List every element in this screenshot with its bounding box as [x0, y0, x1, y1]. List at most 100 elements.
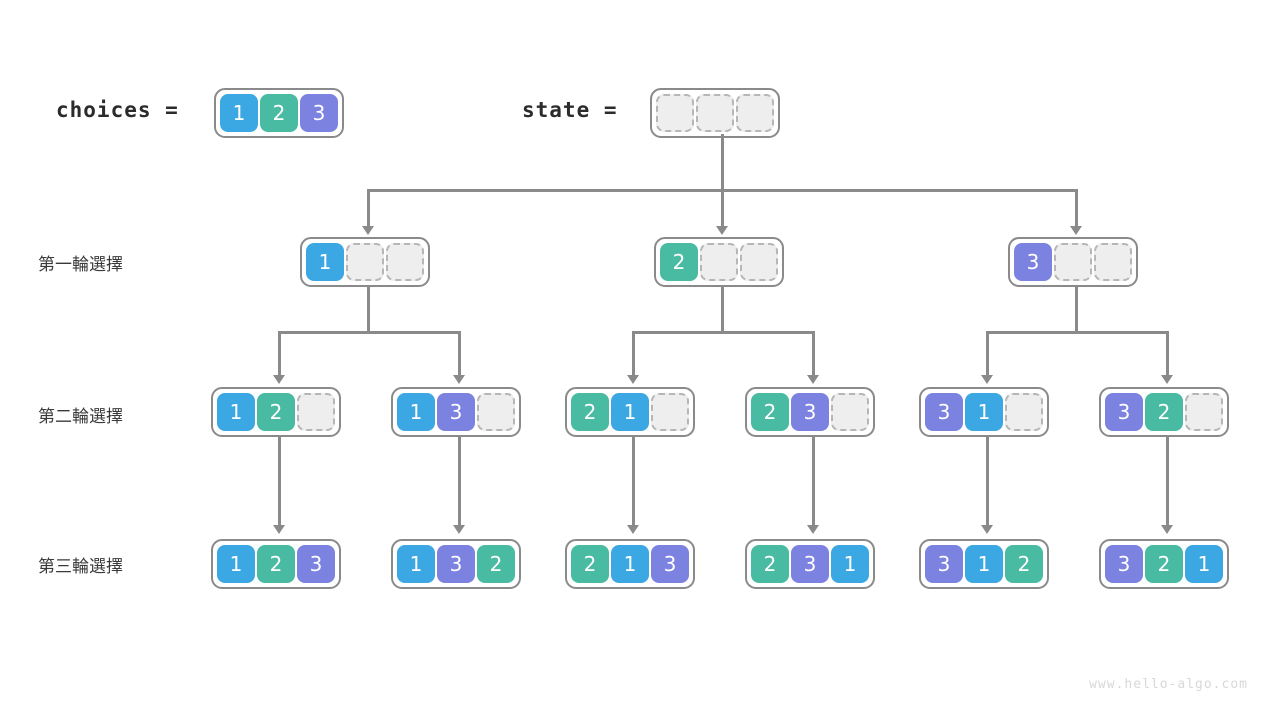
node-round-2-1-cell-3	[297, 393, 335, 431]
node-round-2-1-cell-1: 1	[217, 393, 255, 431]
node-round-2-2-cell-2: 3	[437, 393, 475, 431]
connector-r2-drop-4	[812, 437, 815, 527]
choices-cell-3: 3	[300, 94, 338, 132]
node-round-2-3-cell-3	[651, 393, 689, 431]
node-round-3-1-cell-3: 3	[297, 545, 335, 583]
node-round-2-4-cell-3	[831, 393, 869, 431]
arrow-root-2	[716, 226, 728, 235]
node-round-2-6-cell-3	[1185, 393, 1223, 431]
connector-r2-drop-5	[986, 437, 989, 527]
connector-r1-bar-2	[632, 331, 814, 334]
node-round-3-6-cell-2: 2	[1145, 545, 1183, 583]
node-round-1-1-cell-2	[346, 243, 384, 281]
arrow-r3-1	[273, 525, 285, 534]
connector-root-drop-2	[721, 189, 724, 228]
choices-cell-1: 1	[220, 94, 258, 132]
arrow-root-1	[362, 226, 374, 235]
node-round-1-2-cell-2	[700, 243, 738, 281]
choices-cell-2: 2	[260, 94, 298, 132]
node-round-3-2-cell-3: 2	[477, 545, 515, 583]
arrow-r2-4	[807, 375, 819, 384]
node-round-3-5-cell-2: 1	[965, 545, 1003, 583]
connector-r1-drop-2a	[632, 331, 635, 377]
node-round-1-3-cell-2	[1054, 243, 1092, 281]
node-round-3-2-cell-1: 1	[397, 545, 435, 583]
arrow-r2-3	[627, 375, 639, 384]
node-round-1-2-cell-1: 2	[660, 243, 698, 281]
connector-r2-drop-6	[1166, 437, 1169, 527]
node-round-2-5-cell-2: 1	[965, 393, 1003, 431]
row-label-round-3: 第三輪選擇	[38, 557, 123, 577]
node-round-2-6-cell-1: 3	[1105, 393, 1143, 431]
node-round-3-3-cell-3: 3	[651, 545, 689, 583]
node-round-1-3-cell-1: 3	[1014, 243, 1052, 281]
node-round-1-3-cell-3	[1094, 243, 1132, 281]
connector-r1-stem-1	[367, 287, 370, 333]
node-round-2-3-cell-2: 1	[611, 393, 649, 431]
arrow-r3-3	[627, 525, 639, 534]
row-label-round-2: 第二輪選擇	[38, 407, 123, 427]
watermark: www.hello-algo.com	[1089, 677, 1248, 692]
node-round-2-2-cell-3	[477, 393, 515, 431]
node-round-2-6-cell-2: 2	[1145, 393, 1183, 431]
state-cell-2	[696, 94, 734, 132]
connector-r1-drop-3a	[986, 331, 989, 377]
connector-root-drop-1	[367, 189, 370, 228]
state-cell-1	[656, 94, 694, 132]
node-round-1-1: 1	[300, 237, 430, 287]
node-round-3-1-cell-2: 2	[257, 545, 295, 583]
node-round-3-4-cell-3: 1	[831, 545, 869, 583]
connector-r1-drop-2b	[812, 331, 815, 377]
arrow-r2-5	[981, 375, 993, 384]
connector-r1-bar-1	[278, 331, 460, 334]
connector-r1-stem-2	[721, 287, 724, 333]
node-round-1-2-cell-3	[740, 243, 778, 281]
state-cell-3	[736, 94, 774, 132]
node-round-3-3-cell-2: 1	[611, 545, 649, 583]
arrow-r3-6	[1161, 525, 1173, 534]
node-round-3-4-cell-2: 3	[791, 545, 829, 583]
node-round-1-1-cell-1: 1	[306, 243, 344, 281]
state-array	[650, 88, 780, 138]
node-round-2-2-cell-1: 1	[397, 393, 435, 431]
connector-r1-stem-3	[1075, 287, 1078, 333]
node-round-3-5-cell-1: 3	[925, 545, 963, 583]
node-round-3-4-cell-1: 2	[751, 545, 789, 583]
arrow-r2-1	[273, 375, 285, 384]
node-round-1-1-cell-3	[386, 243, 424, 281]
connector-r2-drop-1	[278, 437, 281, 527]
node-round-3-5-cell-3: 2	[1005, 545, 1043, 583]
node-round-3-2-cell-2: 3	[437, 545, 475, 583]
node-round-3-6-cell-3: 1	[1185, 545, 1223, 583]
arrow-r3-5	[981, 525, 993, 534]
node-round-2-4-cell-1: 2	[751, 393, 789, 431]
node-round-1-3: 3	[1008, 237, 1138, 287]
state-label: state =	[522, 98, 618, 122]
node-round-2-4-cell-2: 3	[791, 393, 829, 431]
connector-r1-bar-3	[986, 331, 1168, 334]
node-round-3-3-cell-1: 2	[571, 545, 609, 583]
connector-r2-drop-2	[458, 437, 461, 527]
arrow-r3-2	[453, 525, 465, 534]
connector-r1-drop-1b	[458, 331, 461, 377]
arrow-r3-4	[807, 525, 819, 534]
node-round-2-1-cell-2: 2	[257, 393, 295, 431]
node-round-3-1-cell-1: 1	[217, 545, 255, 583]
arrow-r2-6	[1161, 375, 1173, 384]
connector-r1-drop-1a	[278, 331, 281, 377]
node-round-2-5-cell-1: 3	[925, 393, 963, 431]
node-round-1-2: 2	[654, 237, 784, 287]
choices-label: choices =	[56, 98, 179, 122]
